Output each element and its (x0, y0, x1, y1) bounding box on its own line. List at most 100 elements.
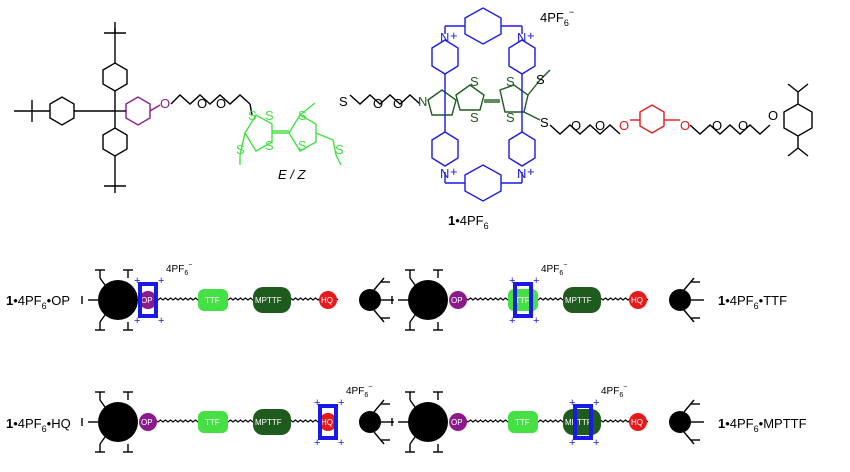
state-label-ttf: 1•4PF6•TTF (718, 293, 787, 311)
stopper-leg (683, 277, 695, 291)
atom-N-1-plus: + (450, 28, 458, 43)
ring-box (513, 282, 533, 318)
mpttf-station-label: MPTTF (565, 296, 592, 305)
right-stopper-ball (669, 289, 691, 311)
axle (457, 297, 649, 301)
diisopropylphenyl-stopper (783, 83, 813, 157)
atom-S-11: S (506, 74, 515, 89)
state-label-hq: 1•4PF6•HQ (6, 416, 71, 434)
atom-O-red-2: O (680, 118, 690, 133)
left-stopper-ball (408, 402, 448, 442)
atom-N-2: N (517, 30, 526, 45)
hq-station-label: HQ (631, 296, 643, 305)
ring-charge-plus: + (509, 275, 515, 287)
ttf-station-label: TTF (515, 296, 530, 305)
ring-charge-plus: + (314, 397, 320, 409)
atom-O-purple: O (160, 96, 170, 111)
ttf-station-label: TTF (205, 296, 220, 305)
stopper-leg (683, 309, 695, 323)
molecule-counterion: 4PF6− (540, 7, 574, 28)
cbpqt-ring-cartoon: ++++ (569, 397, 599, 449)
atom-S-2: S (265, 108, 274, 123)
ring-box (138, 282, 158, 318)
atom-S-5: S (298, 138, 307, 153)
atom-N-3-plus: + (450, 164, 458, 179)
ttf-station (198, 289, 228, 311)
state-label-op: 1•4PF6•OP (6, 293, 70, 311)
stopper-leg (373, 399, 385, 413)
ttf-unit (239, 102, 342, 166)
tetraaryl-stopper (14, 22, 161, 193)
atom-O-9: O (768, 108, 778, 123)
left-stopper-ball (98, 280, 138, 320)
op-station (139, 413, 157, 431)
hq-station-label: HQ (321, 418, 333, 427)
atom-O-2: O (216, 96, 226, 111)
ring-charge-plus: + (509, 315, 515, 327)
hq-station-label: HQ (321, 296, 333, 305)
compound-label: 1•4PF6 (448, 213, 489, 231)
right-stopper-ball (359, 411, 381, 433)
atom-O-5: O (571, 118, 581, 133)
atom-S-12: S (506, 110, 515, 125)
cbpqt-ring-cartoon: ++++ (134, 275, 164, 327)
ttf-station-label: TTF (515, 418, 530, 427)
atom-O-7: O (712, 118, 722, 133)
mpttf-station (253, 287, 291, 313)
op-station-label: OP (451, 296, 463, 305)
atom-O-8: O (738, 118, 748, 133)
atom-S-1: S (248, 108, 257, 123)
atom-N-2-plus: + (527, 28, 535, 43)
state-label-mpttf: 1•4PF6•MPTTF (718, 416, 807, 434)
axle (457, 419, 649, 423)
left-stopper-ball (408, 280, 448, 320)
ring-charge-plus: + (533, 275, 539, 287)
atom-N-4: N (517, 166, 526, 181)
ttf-station-label: TTF (205, 418, 220, 427)
atom-N-3: N (440, 166, 449, 181)
ring-charge-plus: + (158, 315, 164, 327)
atom-S-14: S (540, 115, 549, 130)
axle (147, 297, 339, 301)
right-stopper-ball (359, 289, 381, 311)
cartoon-counterion: 4PF6− (601, 384, 627, 399)
atom-N-pyrrole: N (418, 94, 427, 109)
op-station (449, 413, 467, 431)
ring-charge-plus: + (593, 397, 599, 409)
molecule-structure: O O O S S S S S S S S O O N (14, 7, 813, 202)
hq-station (319, 413, 337, 431)
op-station (449, 291, 467, 309)
stopper-leg (683, 431, 695, 445)
ring-charge-plus: + (338, 437, 344, 449)
atom-N-1: N (440, 30, 449, 45)
left-stopper-ball (98, 402, 138, 442)
isomer-label: E / Z (278, 167, 307, 182)
mpttf-station-label: MPTTF (255, 296, 282, 305)
atom-O-6: O (595, 118, 605, 133)
op-station-label: OP (451, 418, 463, 427)
ring-charge-plus: + (593, 437, 599, 449)
atom-S-4: S (298, 108, 307, 123)
atom-S-9: S (470, 74, 479, 89)
cbpqt-ring-cartoon: ++++ (314, 397, 344, 449)
hq-station (319, 291, 337, 309)
hq-station-label: HQ (631, 418, 643, 427)
atom-S-13: S (536, 72, 545, 87)
axle (147, 419, 339, 423)
mpttf-station-label: MPTTF (255, 418, 282, 427)
ring-charge-plus: + (134, 275, 140, 287)
stopper-leg (373, 277, 385, 291)
right-stopper-ball (669, 411, 691, 433)
mpttf-unit (427, 69, 551, 121)
cartoon-counterion: 4PF6− (166, 262, 192, 277)
atom-S-7: S (335, 142, 344, 157)
ring-box (573, 404, 593, 440)
cartoon-counterion: 4PF6− (541, 262, 567, 277)
ttf-station (198, 411, 228, 433)
atom-S-3: S (265, 138, 274, 153)
hq-station (629, 291, 647, 309)
